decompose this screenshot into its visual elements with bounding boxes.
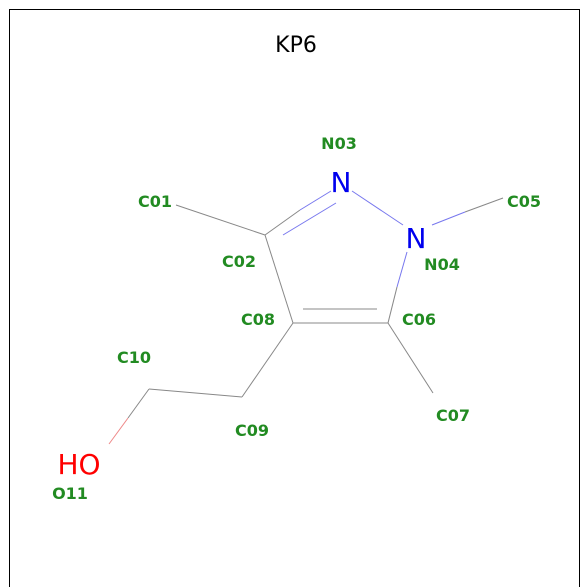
atom-n04-symbol: N <box>406 222 427 255</box>
atom-label-c05: C05 <box>507 192 541 211</box>
bond-n04-c06-nitrogen-half <box>396 251 408 288</box>
atom-label-n03: N03 <box>321 134 357 153</box>
nitrogen-bonds <box>264 190 504 324</box>
bond-c01-c02 <box>175 204 266 236</box>
bond-c02-n03-carbon-half <box>264 209 301 236</box>
atom-labels: N03 C01 C05 C02 N04 C08 C06 C10 C07 C09 … <box>52 134 541 503</box>
bond-n04-c06-carbon-half <box>387 286 398 324</box>
atom-label-c08: C08 <box>241 310 275 329</box>
bond-n03-n04 <box>351 190 404 226</box>
bond-c09-c10 <box>148 388 243 398</box>
bond-c08-c09 <box>241 322 294 398</box>
atom-label-n04: N04 <box>424 255 460 274</box>
bond-n04-c05-nitrogen-half <box>431 211 466 226</box>
atom-label-c02: C02 <box>222 252 256 271</box>
atom-label-c10: C10 <box>117 348 151 367</box>
bond-c02-c08 <box>264 234 294 324</box>
molecule-title: KP6 <box>275 33 317 58</box>
atom-label-c06: C06 <box>402 310 436 329</box>
bond-c10-o11-carbon-half <box>127 388 150 419</box>
atom-label-c09: C09 <box>235 421 269 440</box>
oxygen-bonds <box>108 417 129 445</box>
bond-c02-n03-double <box>282 202 337 236</box>
carbon-bonds <box>127 204 434 419</box>
atom-o11-symbol: HO <box>57 448 100 481</box>
diagram-border <box>9 9 580 587</box>
bond-c02-n03-nitrogen-half <box>299 190 332 211</box>
atom-n03-symbol: N <box>331 166 352 199</box>
bond-c10-o11-oxygen-half <box>108 417 129 445</box>
atom-label-o11: O11 <box>52 484 88 503</box>
atom-label-c07: C07 <box>436 406 470 425</box>
bond-c06-c07 <box>387 322 434 394</box>
bond-n04-c05-carbon-half <box>464 197 504 213</box>
atom-label-c01: C01 <box>138 192 172 211</box>
